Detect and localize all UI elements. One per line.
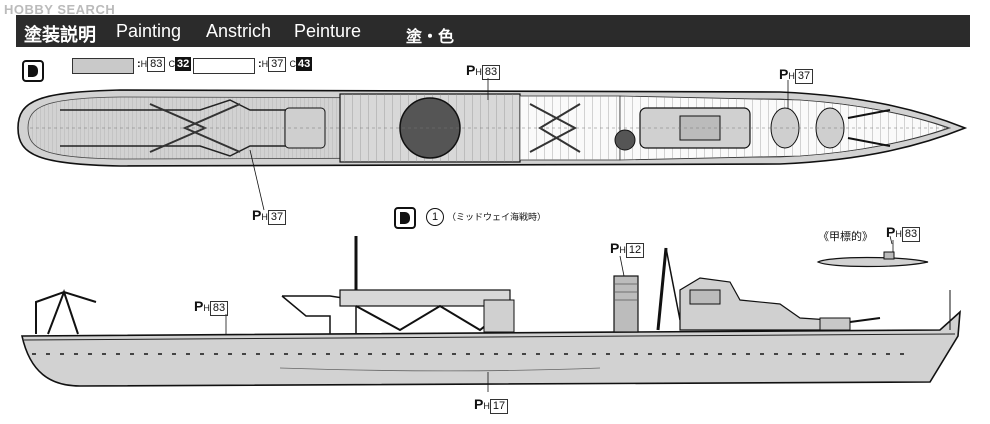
header-title-english: Painting (116, 21, 182, 41)
h-code-1: 83 (147, 57, 166, 72)
h-code-2: 37 (268, 57, 287, 72)
color-swatch-1 (72, 58, 134, 74)
c-code-1: 32 (174, 57, 192, 71)
header-title-japanese-short: 塗・色 (406, 29, 455, 46)
target-label: 《甲標的》 (818, 231, 873, 243)
top-view-hull (17, 89, 968, 167)
watermark: HOBBY SEARCH (4, 2, 116, 17)
paint-legend-icon (22, 60, 44, 82)
header-title-french: Peinture (294, 21, 362, 41)
top-view-leaders (249, 78, 789, 211)
variant-caption: （ミッドウェイ海戦時） (447, 212, 547, 222)
color-swatch-2 (193, 58, 255, 74)
side-view-leaders (225, 235, 893, 392)
header-title-german: Anstrich (206, 21, 272, 41)
side-view-hull (21, 236, 961, 387)
variant-number: 1 (426, 208, 444, 226)
ko-hyoteki-drawing (816, 240, 929, 268)
section-header: 塗装説明 Painting Anstrich Peinture 塗・色 (16, 15, 970, 47)
c-code-2: 43 (295, 57, 313, 71)
header-title-japanese: 塗装説明 (24, 25, 96, 45)
variant-note: 1（ミッドウェイ海戦時） (426, 208, 546, 226)
variant-icon (394, 207, 416, 229)
